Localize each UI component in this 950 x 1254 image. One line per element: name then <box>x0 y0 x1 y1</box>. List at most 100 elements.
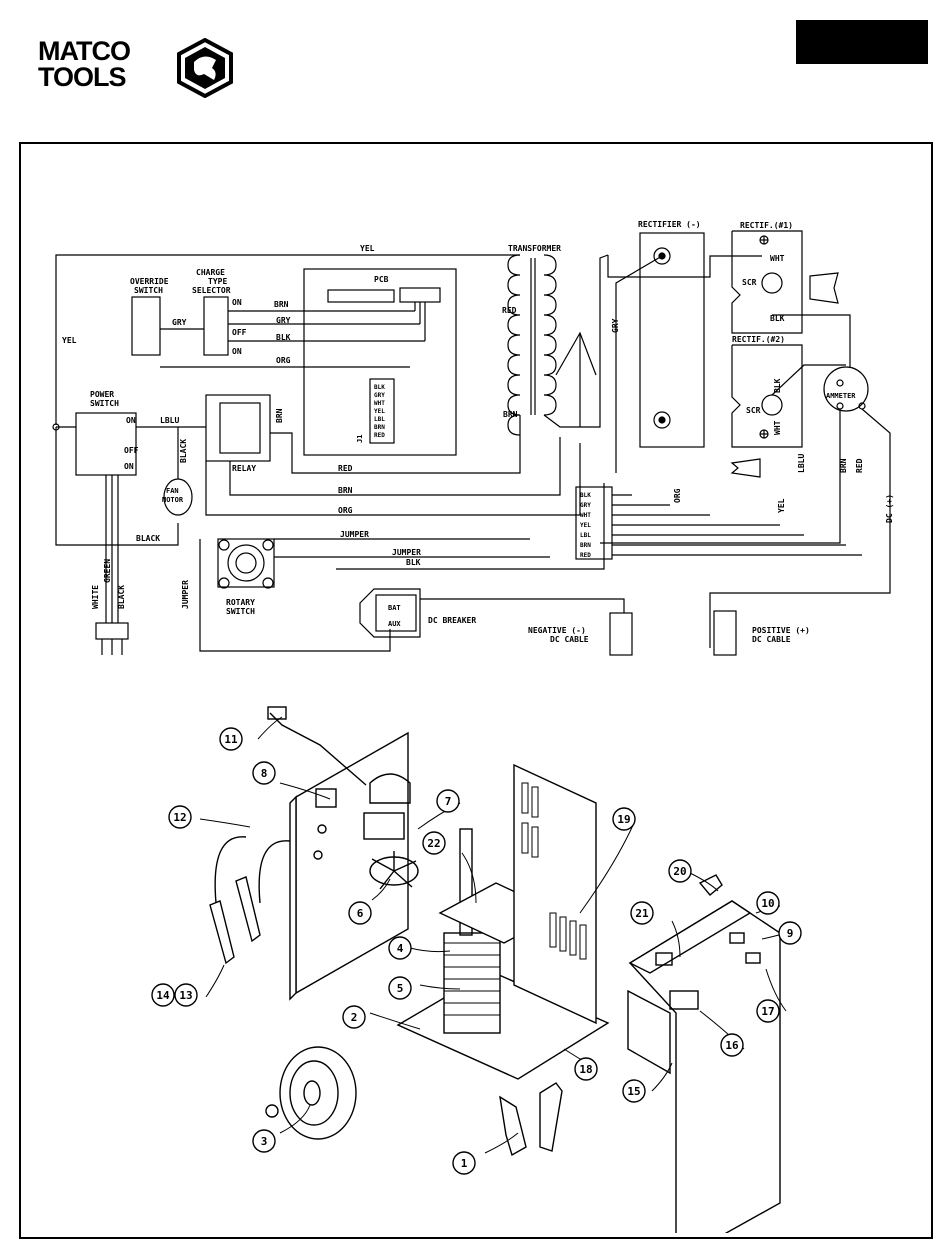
callout-11: 11 <box>219 727 243 751</box>
label-relay-brn: BRN <box>275 408 284 423</box>
svg-text:8: 8 <box>261 767 268 780</box>
callout-20: 20 <box>668 859 692 883</box>
label-override-line1: OVERRIDE <box>130 277 169 286</box>
svg-text:15: 15 <box>627 1085 640 1098</box>
override-switch: OVERRIDE SWITCH GRY <box>130 277 204 356</box>
callout-3: 3 <box>252 1129 276 1153</box>
power-cord: WHITE GREEN BLACK <box>91 475 129 655</box>
wire-label-selector-blk: BLK <box>276 333 291 342</box>
label-ammeter: AMMETER <box>826 392 856 400</box>
terminal-pin-wht: WHT <box>580 512 591 519</box>
label-selector-line1: CHARGE <box>196 268 225 277</box>
rotary-switch: ROTARY SWITCH JUMPER JUMPER JUMPER <box>181 530 550 652</box>
label-power-off: OFF <box>124 446 139 455</box>
callout-19: 19 <box>612 807 636 831</box>
label-wht-1: WHT <box>770 254 785 263</box>
terminal-pin-yel: YEL <box>580 522 591 529</box>
label-power-line1: POWER <box>90 390 114 399</box>
label-selector-on: ON <box>232 298 242 307</box>
page-tab-block <box>796 20 928 64</box>
svg-text:1: 1 <box>461 1157 468 1170</box>
label-black-fan: BLACK <box>136 534 160 543</box>
pcb-pin-wht: WHT <box>374 400 385 407</box>
label-power-line2: SWITCH <box>90 399 119 408</box>
callout-4: 4 <box>388 936 412 960</box>
label-cord-white: WHITE <box>91 585 100 609</box>
label-cord-green: GREEN <box>103 559 112 583</box>
label-yel-left: YEL <box>62 336 77 345</box>
label-yel-right: YEL <box>777 498 786 513</box>
callout-22: 22 <box>422 831 446 855</box>
label-lblu: LBLU <box>160 416 179 425</box>
svg-text:11: 11 <box>224 733 238 746</box>
matco-tools-logo: MATCO TOOLS <box>38 38 248 98</box>
label-dc-breaker: DC BREAKER <box>428 616 476 625</box>
svg-text:3: 3 <box>261 1135 268 1148</box>
pcb-pin-yel: YEL <box>374 408 385 415</box>
wiring-schematic: YEL YEL TRANSFORMER RED BRN RECTIFIER (-… <box>52 220 894 656</box>
label-rectif1: RECTIF.(#1) <box>740 221 793 230</box>
callout-15: 15 <box>622 1079 646 1103</box>
svg-text:17: 17 <box>761 1005 774 1018</box>
label-ammeter-lblu: LBLU <box>797 454 806 473</box>
callout-13: 13 <box>174 983 198 1007</box>
pcb-pin-gry: GRY <box>374 392 385 399</box>
fan-motor: FAN MOTOR BLACK <box>162 427 193 516</box>
label-transformer-brn: BRN <box>503 410 518 419</box>
label-negative-line2: DC CABLE <box>550 635 589 644</box>
label-j1: J1 <box>356 435 364 443</box>
terminal-pin-gry: GRY <box>580 502 591 509</box>
callout-2: 2 <box>342 1005 366 1029</box>
label-dc-plus: DC (+) <box>885 494 894 523</box>
svg-text:12: 12 <box>173 811 186 824</box>
wire-label-relay-red: RED <box>338 464 353 473</box>
label-scr-2: SCR <box>746 406 761 415</box>
brand-wordmark: MATCO TOOLS <box>38 36 131 92</box>
wire-label-selector-brn: BRN <box>274 300 289 309</box>
diagram-frame <box>19 142 933 1239</box>
callout-7: 7 <box>436 789 460 813</box>
callout-18: 18 <box>574 1057 598 1081</box>
wire-label-jumper-1: JUMPER <box>340 530 369 539</box>
label-positive-line1: POSITIVE (+) <box>752 626 810 635</box>
pcb-board: PCB J1 <box>303 268 457 456</box>
label-selector-line3: SELECTOR <box>192 286 231 295</box>
svg-text:14: 14 <box>156 989 170 1002</box>
svg-text:13: 13 <box>179 989 192 1002</box>
svg-text:19: 19 <box>617 813 630 826</box>
callout-bubbles: 1 2 3 4 5 6 7 8 9 10 11 12 13 14 15 16 1… <box>151 727 802 1175</box>
callout-12: 12 <box>168 805 192 829</box>
terminal-pin-blk: BLK <box>580 492 591 499</box>
svg-text:21: 21 <box>635 907 649 920</box>
svg-text:6: 6 <box>357 907 364 920</box>
svg-text:18: 18 <box>579 1063 592 1076</box>
label-transformer: TRANSFORMER <box>508 244 561 253</box>
relay: RELAY BRN RED BRN ORG <box>205 394 581 516</box>
label-rectifier-org: ORG <box>673 488 682 503</box>
label-cord-black: BLACK <box>117 585 126 609</box>
wire-label-breaker-blk: BLK <box>406 558 421 567</box>
label-override-gry: GRY <box>172 318 187 327</box>
label-positive-line2: DC CABLE <box>752 635 791 644</box>
ammeter: AMMETER DC (+) BRN RED LBLU YEL ORG <box>600 314 894 648</box>
label-ammeter-brn: BRN <box>839 458 848 473</box>
terminal-pin-lbl: LBL <box>580 532 591 539</box>
svg-text:7: 7 <box>445 795 452 808</box>
brand-line-2: TOOLS <box>38 62 127 92</box>
wire-yel-top <box>55 254 520 425</box>
wire-label-relay-brn: BRN <box>338 486 353 495</box>
svg-text:4: 4 <box>397 942 404 955</box>
callout-21: 21 <box>630 901 654 925</box>
rectifier-1: RECTIF.(#1) SCR WHT BLK <box>731 221 839 334</box>
side-panel <box>513 763 597 1025</box>
wheel <box>265 1046 357 1140</box>
front-panel <box>627 874 781 1233</box>
terminal-pin-red: RED <box>580 552 591 559</box>
label-relay: RELAY <box>232 464 256 473</box>
callout-9: 9 <box>778 921 802 945</box>
label-fan-line2: MOTOR <box>162 496 184 504</box>
label-blk-1: BLK <box>770 314 785 323</box>
brand-line-1: MATCO <box>38 36 131 66</box>
pcb-pin-red: RED <box>374 432 385 439</box>
label-rotary-line1: ROTARY <box>226 598 255 607</box>
